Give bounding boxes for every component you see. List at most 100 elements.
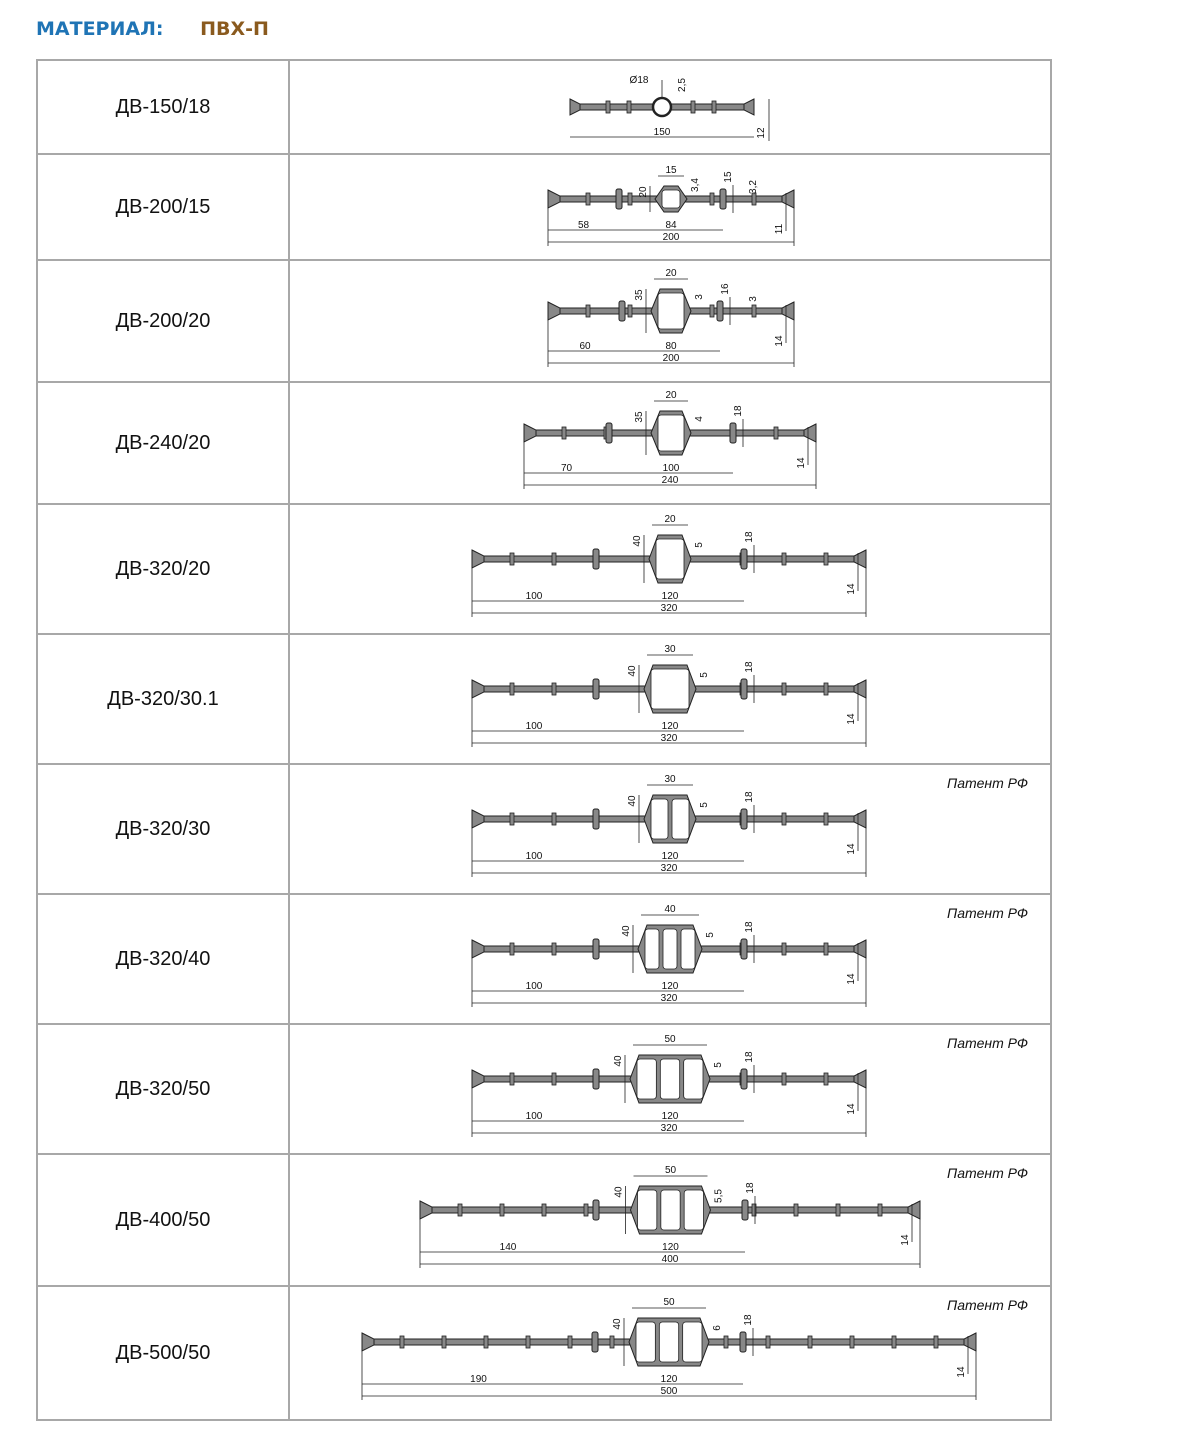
dimension-label: 20 xyxy=(664,514,676,525)
profile-rib xyxy=(583,1203,589,1217)
dimension-label: 5 xyxy=(705,932,716,938)
dimension-label: 18 xyxy=(744,661,755,673)
dimension-label: 40 xyxy=(627,665,638,677)
dimension-label: 190 xyxy=(470,1374,487,1385)
dimension-label: 320 xyxy=(661,993,678,1004)
dimension-label: 84 xyxy=(665,220,677,231)
dimension-label: 70 xyxy=(561,463,573,474)
dimension-label: 50 xyxy=(663,1297,675,1308)
dimension-label: 100 xyxy=(526,721,543,732)
profile-cavity xyxy=(662,928,678,970)
profile-name: ДВ-320/20 xyxy=(36,503,290,635)
dimension-label: 14 xyxy=(796,457,807,469)
patent-note: Патент РФ xyxy=(947,1297,1028,1313)
profile-name: ДВ-500/50 xyxy=(36,1285,290,1421)
dimension-label: 40 xyxy=(612,1318,623,1330)
profile-flange xyxy=(471,809,485,829)
dimension-label: 320 xyxy=(661,603,678,614)
profile-stop-rib xyxy=(592,1068,600,1090)
profile-stop-rib xyxy=(740,1068,748,1090)
profile-stop-rib xyxy=(740,548,748,570)
profile-rib xyxy=(551,942,557,956)
dimension-label: 14 xyxy=(846,1103,857,1115)
profile-rib xyxy=(877,1203,883,1217)
profile-rib xyxy=(457,1203,463,1217)
dimension-label: 200 xyxy=(663,232,680,243)
dimension-label: 30 xyxy=(664,644,676,655)
profile-cavity xyxy=(660,1189,681,1231)
profile-flange xyxy=(569,98,581,116)
dimension-label: 18 xyxy=(745,1182,756,1194)
dimension-label: 5 xyxy=(699,672,710,678)
dimension-label: 3,4 xyxy=(690,178,701,192)
dimension-label: 58 xyxy=(578,220,590,231)
profile-rib xyxy=(781,812,787,826)
profile-name: ДВ-320/30.1 xyxy=(36,633,290,765)
dimension-label: 14 xyxy=(956,1366,967,1378)
dimension-label: 240 xyxy=(662,475,679,486)
profile-stop-rib xyxy=(740,678,748,700)
profile-cavity xyxy=(655,538,685,580)
profile-stop-rib xyxy=(592,548,600,570)
patent-note: Патент РФ xyxy=(947,1035,1028,1051)
patent-note: Патент РФ xyxy=(947,905,1028,921)
profile-rib xyxy=(709,304,715,318)
profile-cavity xyxy=(683,1058,704,1100)
profile-rib xyxy=(933,1335,939,1349)
profile-rib xyxy=(751,192,757,206)
profile-rib xyxy=(823,812,829,826)
profile-cavity xyxy=(635,1321,656,1363)
dimension-label: 120 xyxy=(662,1111,679,1122)
dimension-label: 14 xyxy=(846,583,857,595)
profile-rib xyxy=(441,1335,447,1349)
dimension-label: 100 xyxy=(526,591,543,602)
dimension-label: 5,5 xyxy=(714,1189,725,1203)
material-header: МАТЕРИАЛ: ПВХ-П xyxy=(36,18,269,40)
dimension-label: 15 xyxy=(723,171,734,183)
dimension-label: 11 xyxy=(774,223,785,234)
profile-rib xyxy=(891,1335,897,1349)
material-value: ПВХ-П xyxy=(200,18,269,40)
dimension-label: 3 xyxy=(694,294,705,300)
profile-rib xyxy=(509,942,515,956)
dimension-label: 6 xyxy=(712,1325,723,1331)
dimension-label: 500 xyxy=(661,1386,678,1397)
profile-rib xyxy=(793,1203,799,1217)
dimension-label: 14 xyxy=(774,335,785,347)
profile-rib xyxy=(483,1335,489,1349)
dimension-label: 140 xyxy=(500,1242,517,1253)
profile-cavity xyxy=(682,1321,703,1363)
profile-cavity xyxy=(680,928,696,970)
dimension-label: 4 xyxy=(694,416,705,422)
profile-rib xyxy=(541,1203,547,1217)
profile-stop-rib xyxy=(716,300,724,322)
dimension-label: 5 xyxy=(699,802,710,808)
dimension-label: 200 xyxy=(663,353,680,364)
profile-cavity xyxy=(659,1058,681,1100)
profile-flange xyxy=(963,1332,977,1352)
profile-stop-rib xyxy=(719,188,727,210)
dimension-label: 320 xyxy=(661,863,678,874)
dimension-label: 40 xyxy=(614,1186,625,1198)
profile-rib xyxy=(509,812,515,826)
patent-note: Патент РФ xyxy=(947,1165,1028,1181)
dimension-label: 20 xyxy=(665,268,677,279)
dimension-label: 2,5 xyxy=(677,78,688,92)
profile-stop-rib xyxy=(591,1331,599,1353)
profile-rib xyxy=(551,812,557,826)
profile-rib xyxy=(711,100,717,114)
